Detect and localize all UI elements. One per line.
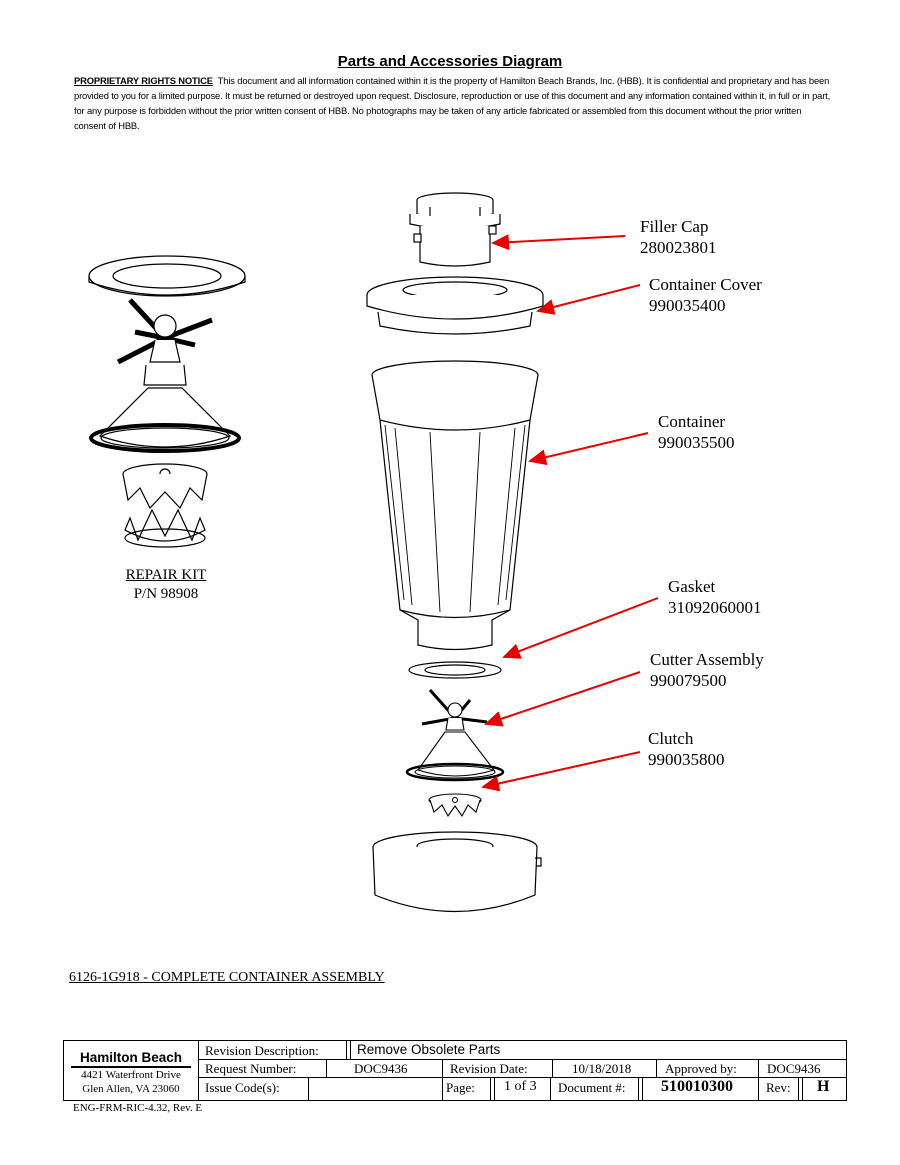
assembly-title: 6126-1G918 - COMPLETE CONTAINER ASSEMBLY <box>69 970 385 985</box>
approved-by-label: Approved by: <box>665 1061 737 1076</box>
repair-clutch-bottom-drawing <box>124 508 206 548</box>
rev-label: Rev: <box>766 1080 791 1095</box>
revision-date-label: Revision Date: <box>450 1061 528 1076</box>
part-label-container: Container 990035500 <box>658 412 735 452</box>
revision-date-value: 10/18/2018 <box>572 1061 632 1076</box>
callout-arrows <box>481 234 659 792</box>
col-divider-r1-b <box>350 1041 351 1059</box>
logo-underline <box>71 1066 191 1068</box>
base-drawing <box>372 831 542 913</box>
clutch-drawing <box>428 793 482 818</box>
col-divider-r3-a <box>308 1077 309 1100</box>
cutter-assembly-arrow <box>484 671 641 727</box>
col-divider-r3-g <box>642 1077 643 1100</box>
repair-kit-label: REPAIR KIT P/N 98908 <box>118 566 214 604</box>
issue-codes-label: Issue Code(s): <box>205 1080 280 1095</box>
repair-clutch-top-drawing <box>122 463 208 510</box>
clutch-arrow <box>481 751 641 792</box>
col-divider-r2-e <box>758 1059 759 1077</box>
col-divider-r3-j <box>802 1077 803 1100</box>
cutter-assembly-drawing <box>405 689 505 782</box>
col-divider-r1-a <box>346 1041 347 1059</box>
container-cover-arrow <box>536 284 641 315</box>
page-value: 1 of 3 <box>504 1079 537 1094</box>
part-label-gasket: Gasket 31092060001 <box>668 577 762 617</box>
part-label-filler-cap: Filler Cap 280023801 <box>640 217 717 257</box>
row-divider-2 <box>198 1077 846 1078</box>
col-divider-r3-d <box>494 1077 495 1100</box>
company-logo: Hamilton Beach <box>79 1050 183 1065</box>
document-number: 510010300 <box>661 1078 733 1095</box>
address-line-2: Glen Allen, VA 23060 <box>82 1083 180 1095</box>
document-label: Document #: <box>558 1080 626 1095</box>
col-divider-r2-a <box>326 1059 327 1077</box>
part-label-container-cover: Container Cover 990035400 <box>649 275 762 315</box>
repair-gasket-drawing <box>88 255 246 297</box>
gasket-arrow <box>502 597 659 659</box>
request-number-label: Request Number: <box>205 1061 297 1076</box>
repair-kit-title: REPAIR KIT <box>125 567 207 583</box>
col-divider-r3-c <box>490 1077 491 1100</box>
address-line-1: 4421 Waterfront Drive <box>81 1069 181 1081</box>
container-arrow <box>528 432 649 466</box>
row-divider-1 <box>198 1059 846 1060</box>
col-divider-r3-b <box>442 1077 443 1100</box>
request-number-value: DOC9436 <box>354 1061 408 1076</box>
filler-cap-drawing <box>409 192 501 267</box>
part-label-cutter-assembly: Cutter Assembly 990079500 <box>650 650 764 690</box>
notice-lead: PROPRIETARY RIGHTS NOTICE <box>74 75 213 86</box>
form-id: ENG-FRM-RIC-4.32, Rev. E <box>73 1102 203 1114</box>
company-cell: Hamilton Beach 4421 Waterfront Drive Gle… <box>64 1041 199 1100</box>
revision-description-value: Remove Obsolete Parts <box>357 1042 501 1057</box>
gasket-drawing <box>408 661 502 679</box>
approved-by-value: DOC9436 <box>767 1061 821 1076</box>
rev-value: H <box>817 1078 830 1095</box>
repair-kit-pn: P/N 98908 <box>133 586 199 602</box>
col-divider-r3-e <box>550 1077 551 1100</box>
page-title: Parts and Accessories Diagram <box>337 53 563 70</box>
page-label: Page: <box>446 1080 475 1095</box>
container-drawing <box>371 360 539 651</box>
part-label-clutch: Clutch 990035800 <box>648 729 725 769</box>
revision-description-label: Revision Description: <box>205 1043 319 1058</box>
col-divider-r2-b <box>442 1059 443 1077</box>
proprietary-notice: PROPRIETARY RIGHTS NOTICE This document … <box>74 73 834 133</box>
container-cover-drawing <box>366 276 544 335</box>
col-divider-r3-f <box>638 1077 639 1100</box>
col-divider-r2-c <box>552 1059 553 1077</box>
col-divider-r3-h <box>758 1077 759 1100</box>
filler-cap-arrow <box>491 234 626 251</box>
col-divider-r3-i <box>798 1077 799 1100</box>
title-block: Hamilton Beach 4421 Waterfront Drive Gle… <box>63 1040 847 1101</box>
col-divider-r2-d <box>656 1059 657 1077</box>
repair-cutter-drawing <box>89 298 241 453</box>
notice-body: This document and all information contai… <box>74 75 831 131</box>
